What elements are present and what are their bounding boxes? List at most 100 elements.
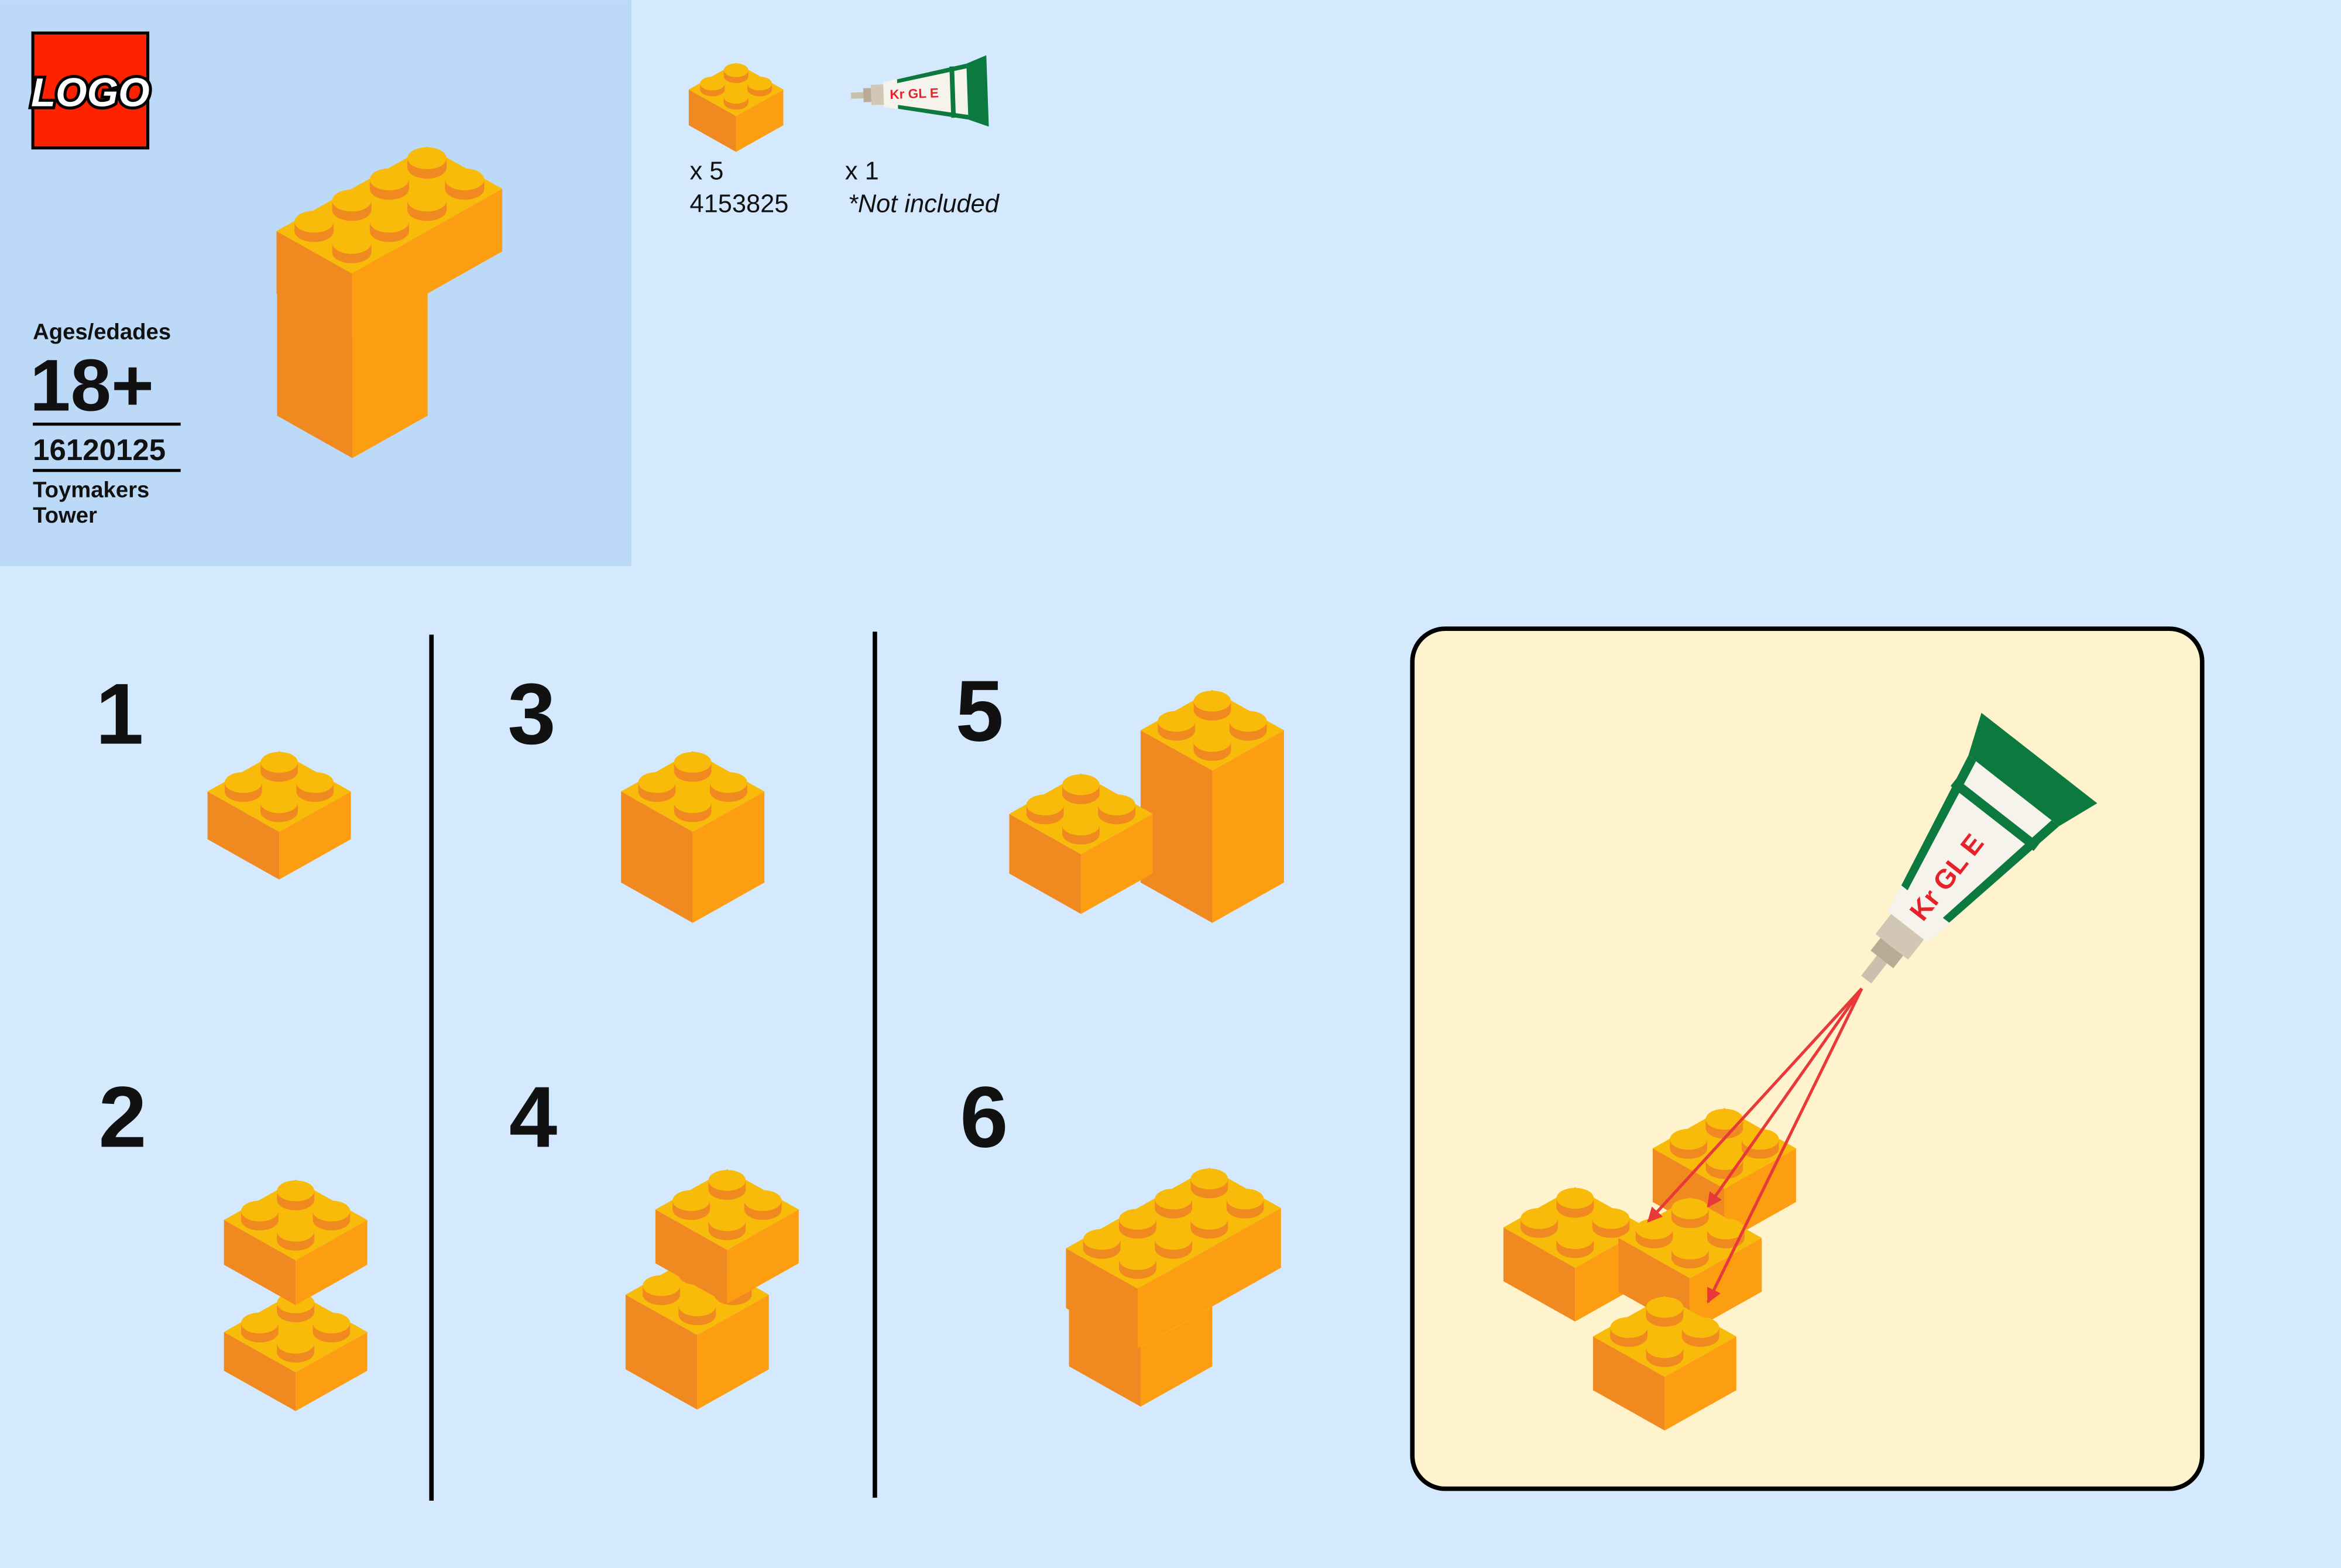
parts-list: Kr GL E x 5 4153825 x 1 *Not included xyxy=(688,55,1000,218)
stud-top xyxy=(260,792,298,814)
brick-side xyxy=(1009,814,1081,914)
glue-instruction-panel xyxy=(1410,626,2205,1491)
stud-top xyxy=(1118,1249,1156,1270)
part-quantity: x 5 xyxy=(690,157,724,185)
stud xyxy=(710,772,747,802)
stud-top xyxy=(277,1333,314,1354)
stud xyxy=(241,1200,279,1231)
stud-top xyxy=(1229,711,1267,732)
brick-side xyxy=(224,1332,296,1411)
stud xyxy=(1118,1209,1156,1239)
stud xyxy=(1707,1218,1745,1248)
stud xyxy=(241,1312,279,1343)
stud xyxy=(332,232,372,263)
stud xyxy=(1671,1198,1709,1229)
brick-top xyxy=(1140,689,1284,771)
stud xyxy=(1229,711,1267,741)
stud-top xyxy=(1118,1209,1156,1230)
brick-side xyxy=(352,188,503,337)
brick-side xyxy=(296,1220,368,1305)
brick xyxy=(276,146,503,337)
arrow-icon xyxy=(1647,987,1863,1223)
tube-end xyxy=(1968,712,2098,826)
stud xyxy=(1098,794,1136,825)
step-number: 1 xyxy=(95,666,143,763)
step-6-image xyxy=(1066,1168,1281,1407)
tube-end xyxy=(966,55,989,127)
brick-2x2-part-icon xyxy=(688,63,784,152)
step-number: 4 xyxy=(509,1069,557,1165)
ages-label: Ages/edades xyxy=(33,319,171,344)
brick-side xyxy=(655,1209,727,1304)
brick-side xyxy=(736,89,784,152)
stud xyxy=(638,772,676,802)
stud-top xyxy=(332,189,372,212)
stud-top xyxy=(445,168,485,191)
brick-side xyxy=(279,791,351,880)
brick-side xyxy=(625,1294,698,1410)
stud-top xyxy=(708,1169,746,1191)
brick-side xyxy=(1066,1248,1138,1349)
stud xyxy=(1118,1249,1156,1279)
stud xyxy=(700,76,725,97)
stud-top xyxy=(1158,711,1196,732)
stud xyxy=(708,1169,746,1200)
stud-top xyxy=(241,1200,279,1222)
stud xyxy=(369,168,409,200)
stud-top xyxy=(708,1210,746,1231)
brick xyxy=(655,1169,799,1304)
stud xyxy=(277,1180,314,1210)
stud-top xyxy=(643,1275,680,1296)
tube-collar xyxy=(1875,914,1924,960)
stud xyxy=(1193,730,1231,761)
tube-body xyxy=(1887,755,2059,943)
brick-side xyxy=(1212,730,1284,923)
arrow-icon xyxy=(1707,987,1863,1208)
stud-top xyxy=(313,1312,351,1334)
brick-side xyxy=(1690,1238,1762,1332)
step-number: 3 xyxy=(507,666,555,763)
brick xyxy=(1140,689,1284,923)
stud xyxy=(277,1220,314,1251)
brick-side xyxy=(276,231,352,337)
step-4-image xyxy=(625,1169,799,1410)
stud xyxy=(1610,1317,1648,1347)
stud xyxy=(1646,1337,1684,1367)
brick-side xyxy=(621,791,693,923)
stud-top xyxy=(1193,730,1231,752)
stud-top xyxy=(1190,1209,1228,1230)
step-2-image xyxy=(224,1179,368,1411)
cover-model-image xyxy=(276,146,503,458)
stud-top xyxy=(710,772,747,793)
stud xyxy=(224,772,262,802)
stud-top xyxy=(1520,1207,1558,1229)
stud xyxy=(1556,1228,1594,1258)
logo-text: LOGO xyxy=(31,70,150,115)
stud xyxy=(678,1295,716,1326)
brick-top xyxy=(224,1291,368,1373)
brick-top xyxy=(621,751,765,832)
stud xyxy=(674,752,712,782)
stud-top xyxy=(723,90,749,104)
stud xyxy=(1635,1218,1673,1248)
stud-top xyxy=(638,772,676,793)
stud xyxy=(313,1200,351,1231)
stud-top xyxy=(1681,1317,1719,1338)
part-note: *Not included xyxy=(848,190,1000,218)
brick-side xyxy=(688,89,736,152)
stud-top xyxy=(241,1312,279,1334)
stud xyxy=(1062,814,1100,845)
tube-stripe xyxy=(897,63,967,84)
stud-top xyxy=(1670,1128,1708,1150)
stud xyxy=(1556,1188,1594,1218)
stud-top xyxy=(674,752,712,773)
part-element-id: 4153825 xyxy=(690,190,789,218)
stud xyxy=(407,147,447,179)
age-value: 18+ xyxy=(30,345,154,427)
brick-top xyxy=(224,1179,368,1261)
brick-top xyxy=(1503,1187,1647,1268)
part-quantity: x 1 xyxy=(845,157,879,185)
brick-side xyxy=(207,791,280,880)
stud xyxy=(723,90,749,110)
stud xyxy=(1158,711,1196,741)
